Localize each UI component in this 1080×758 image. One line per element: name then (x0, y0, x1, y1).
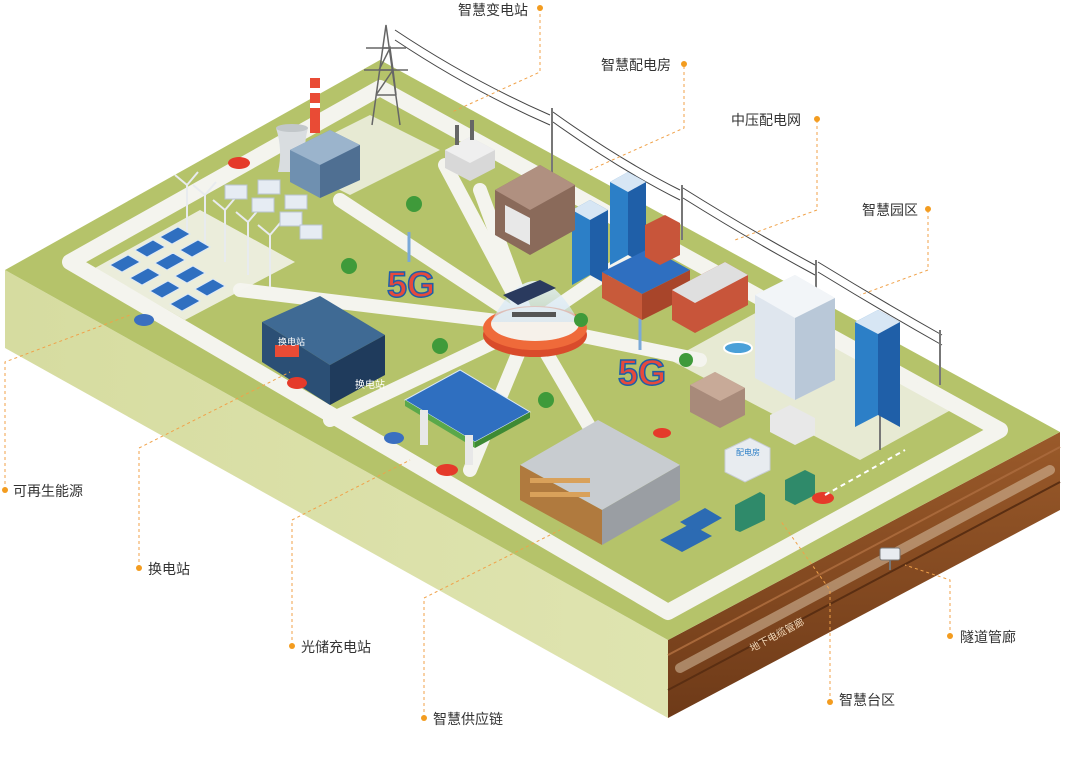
power-plant (276, 78, 360, 198)
transmission-tower (364, 24, 408, 126)
control-screen (503, 280, 556, 305)
soil-stratum (667, 446, 1061, 656)
callout-dot (827, 699, 833, 705)
tunnel-pipe (675, 465, 1055, 673)
callout-text: 中压配电网 (731, 113, 801, 129)
callout-text: 隧道管廊 (960, 630, 1016, 646)
callout-tunnel-corridor: 隧道管廊 (960, 627, 1016, 647)
road-spoke (333, 193, 537, 332)
callout-text: 光储充电站 (301, 640, 371, 656)
road-dashed-line (824, 449, 906, 496)
leader-lines (4, 8, 951, 718)
fiveg-badge-left: 5G (387, 264, 435, 305)
battery-swap-building (262, 296, 385, 405)
trees (341, 196, 693, 408)
road-outer-loop (62, 80, 1008, 620)
callout-dot (537, 5, 543, 11)
wind-turbines (174, 171, 282, 287)
callout-text: 智慧园区 (862, 203, 918, 219)
callout-text: 换电站 (148, 562, 190, 578)
solar-field (108, 226, 227, 312)
callout-dot (289, 643, 295, 649)
callout-text: 可再生能源 (13, 484, 83, 500)
callout-dot (421, 715, 427, 721)
red-office-building (645, 215, 748, 333)
callout-pv-storage-charging: 光储充电站 (301, 637, 371, 657)
callout-dot (814, 116, 820, 122)
control-center (483, 280, 587, 357)
slab-left-face (5, 270, 668, 718)
callout-smart-supply-chain: 智慧供应链 (433, 709, 503, 729)
cars (134, 157, 834, 504)
callout-smart-transformer-area: 智慧台区 (839, 690, 895, 710)
road-spoke (233, 283, 537, 332)
callout-smart-park: 智慧园区 (862, 200, 918, 220)
soil-stratum (667, 481, 1061, 691)
callout-text: 智慧供应链 (433, 712, 503, 728)
fiveg-badge-right: 5G (618, 352, 666, 393)
power-line (817, 261, 943, 336)
callout-battery-swap-station: 换电站 (148, 559, 190, 579)
office-tower-1 (572, 200, 608, 285)
distribution-box (724, 437, 815, 532)
power-line (394, 29, 551, 116)
storage-containers (224, 179, 323, 240)
power-line (552, 121, 681, 201)
warehouse (520, 420, 680, 545)
power-line (682, 197, 816, 276)
power-line (552, 111, 681, 191)
callout-smart-substation: 智慧变电站 (458, 0, 528, 20)
swap-station-sign-front: 换电站 (355, 378, 385, 391)
callout-renewable-energy: 可再生能源 (13, 481, 83, 501)
callout-dot (136, 565, 142, 571)
pv-charging-canopy (403, 369, 532, 465)
callout-text: 智慧变电站 (458, 3, 528, 19)
distribution-room-building (495, 165, 575, 255)
distribution-box-sign: 配电房 (736, 447, 760, 457)
callout-dot (681, 61, 687, 67)
office-tower-2 (610, 172, 646, 265)
plaza-renewable (95, 210, 295, 320)
callout-dot (2, 487, 8, 493)
power-line (682, 187, 816, 266)
office-tower-3 (855, 310, 900, 427)
callout-text: 智慧台区 (839, 693, 895, 709)
fountain (723, 341, 753, 355)
callout-dot (925, 206, 931, 212)
power-lines (394, 29, 943, 346)
white-office-building (755, 275, 835, 400)
callout-smart-distribution-room: 智慧配电房 (601, 55, 671, 75)
delivery-trucks (660, 508, 722, 552)
substation-transformer (445, 120, 495, 181)
callout-dot (947, 633, 953, 639)
swap-station-sign-side: 换电站 (278, 336, 305, 347)
residential-block (690, 372, 815, 445)
tunnel-camera (879, 547, 901, 570)
power-line (394, 39, 551, 126)
power-line (817, 271, 943, 346)
callout-medium-voltage-network: 中压配电网 (731, 110, 801, 130)
callout-text: 智慧配电房 (601, 58, 671, 74)
